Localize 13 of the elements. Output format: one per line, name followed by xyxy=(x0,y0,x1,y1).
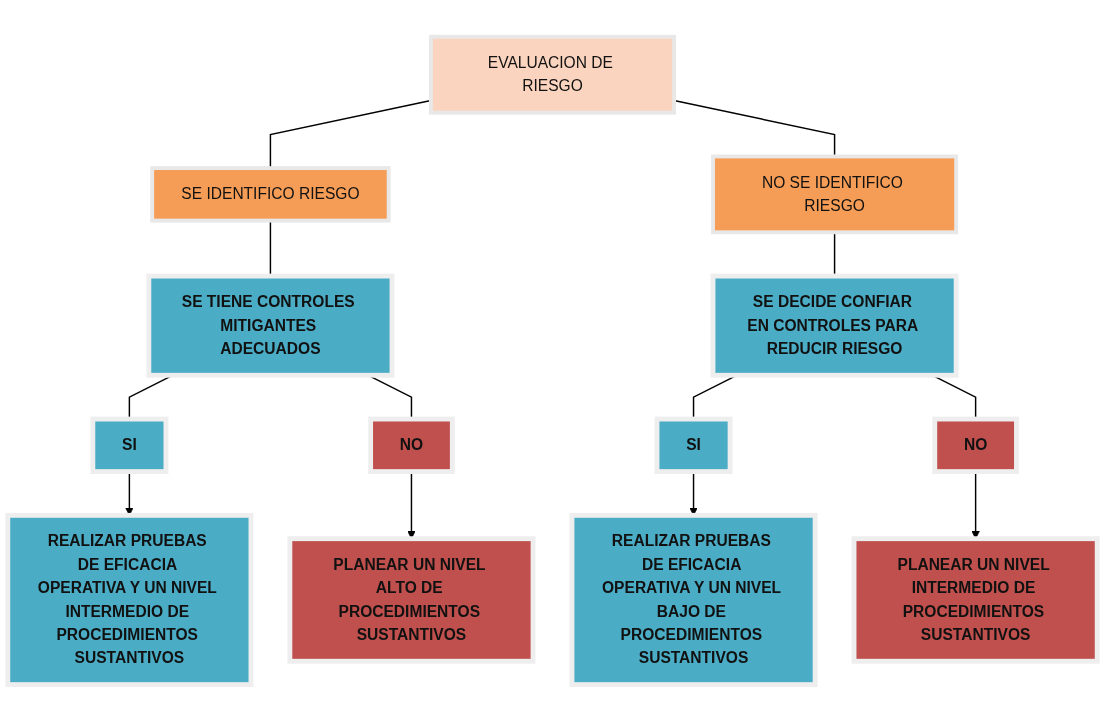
node-box: SE DECIDE CONFIAR EN CONTROLES PARA REDUCIR RIESGO xyxy=(710,273,959,378)
node-box: SE TIENE CONTROLES MITIGANTES ADECUADOS xyxy=(146,273,395,378)
node-box: SE IDENTIFICO RIESGO xyxy=(150,166,391,223)
node-box: EVALUACION DE RIESGO xyxy=(428,35,677,115)
node-box: SI xyxy=(654,416,733,475)
node-box: SI xyxy=(90,416,169,475)
node-box: NO xyxy=(368,416,455,475)
node-box: PLANEAR UN NIVEL ALTO DE PROCEDIMIENTOS SUSTANTIVOS xyxy=(287,536,536,664)
node-box: REALIZAR PRUEBAS DE EFICACIA OPERATIVA Y UN NIVEL BAJO DE PROCEDIMIENTOS SUSTANTIVOS xyxy=(569,513,818,688)
node-box: PLANEAR UN NIVEL INTERMEDIO DE PROCEDIMIENTOS SUSTANTIVOS xyxy=(851,536,1100,664)
node-box: REALIZAR PRUEBAS DE EFICACIA OPERATIVA Y UN NIVEL INTERMEDIO DE PROCEDIMIENTOS SUSTANTIVOS xyxy=(5,513,254,688)
node-box: NO SE IDENTIFICO RIESGO xyxy=(711,154,959,235)
node-box: NO xyxy=(932,416,1019,475)
